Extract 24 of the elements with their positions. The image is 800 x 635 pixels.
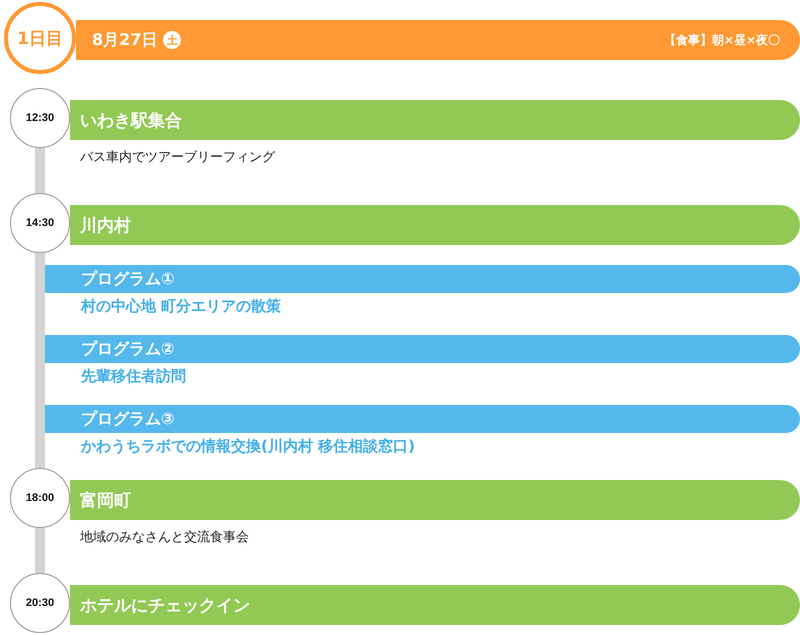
schedule-bar: いわき駅集合 (70, 100, 800, 140)
timeline-line (35, 148, 45, 193)
program-bar: プログラム② (45, 335, 800, 363)
program-description: かわうちラボでの情報交換(川内村 移住相談窓口) (81, 437, 415, 456)
program-bar: プログラム① (45, 265, 800, 293)
program-description: 村の中心地 町分エリアの散策 (81, 297, 282, 316)
time-circle: 20:30 (10, 573, 70, 633)
time-circle: 14:30 (10, 193, 70, 253)
date-bar (76, 20, 800, 60)
note-text: バス車内でツアーブリーフィング (80, 149, 275, 166)
timeline-line (35, 253, 45, 468)
program-bar: プログラム③ (45, 405, 800, 433)
note-text: 地域のみなさんと交流食事会 (80, 529, 249, 546)
schedule-bar: 川内村 (70, 205, 800, 245)
day-circle: 1日目 (4, 2, 76, 74)
time-circle: 18:00 (10, 468, 70, 528)
timeline-line (35, 528, 45, 573)
program-description: 先輩移住者訪問 (81, 367, 186, 386)
date-text: 8月27日 (92, 30, 158, 50)
schedule-bar: 富岡町 (70, 480, 800, 520)
weekday-badge: 土 (163, 31, 182, 49)
meal-text: 【食事】朝×昼×夜〇 (664, 32, 780, 48)
schedule-bar: ホテルにチェックイン (70, 585, 800, 625)
time-circle: 12:30 (10, 88, 70, 148)
